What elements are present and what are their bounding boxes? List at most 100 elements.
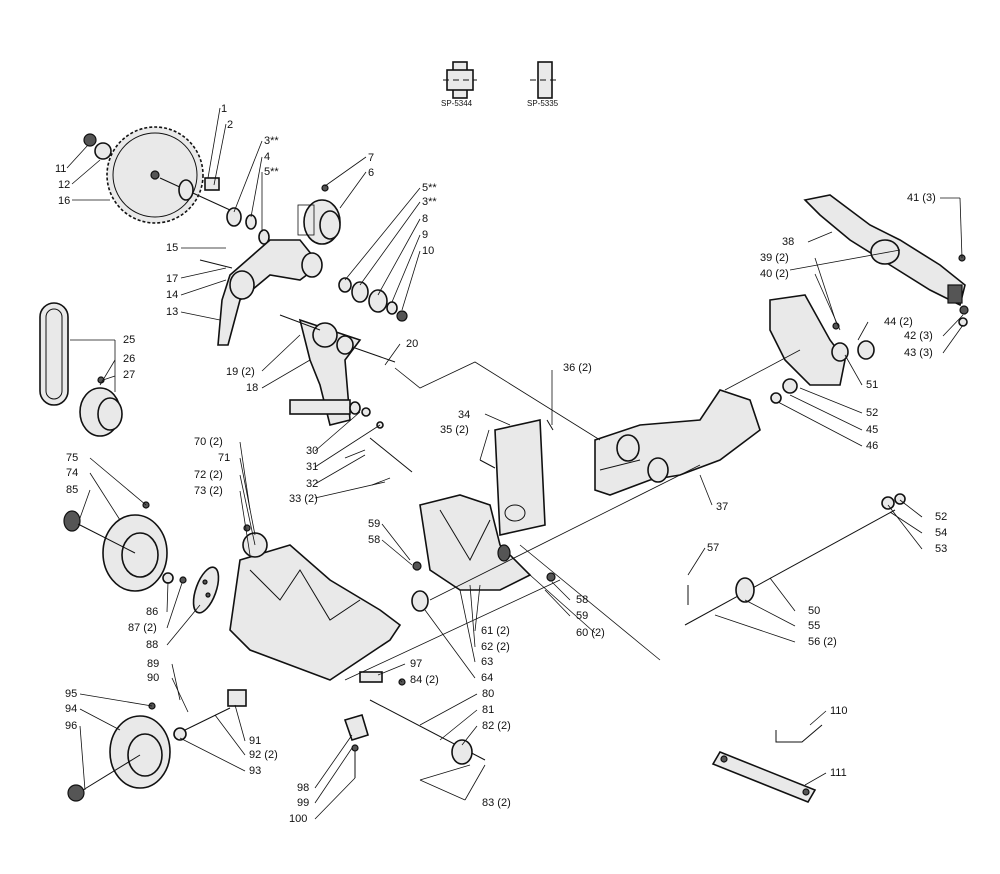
leader-lines xyxy=(66,107,964,820)
callout-90: 90 xyxy=(147,672,160,684)
handwheel-upper xyxy=(63,501,187,592)
callout-50: 50 xyxy=(808,605,821,617)
callout-5: 5** xyxy=(264,166,279,178)
callout-25: 25 xyxy=(123,334,136,346)
plate-34 xyxy=(479,419,554,536)
callout-80: 80 xyxy=(482,688,495,700)
callout-42: 42 (3) xyxy=(904,330,933,342)
callout-86: 86 xyxy=(146,606,159,618)
callout-2: 2 xyxy=(227,119,234,131)
callout-46: 46 xyxy=(866,440,879,452)
callout-70: 70 (2) xyxy=(194,436,223,448)
callout-110: 110 xyxy=(830,705,848,717)
callout-100: 100 xyxy=(289,813,308,825)
callout-14: 14 xyxy=(166,289,179,301)
callout-63: 63 xyxy=(481,656,494,668)
callout-96: 96 xyxy=(65,720,78,732)
callout-1: 1 xyxy=(221,103,228,115)
sp5335-sketch xyxy=(530,61,560,99)
callout-15: 15 xyxy=(166,242,179,254)
front-trunnion xyxy=(229,524,402,681)
callout-12: 12 xyxy=(58,179,71,191)
callout-89: 89 xyxy=(147,658,160,670)
sp5344-sketch xyxy=(443,61,477,99)
drive-belt xyxy=(39,302,69,406)
callout-17: 17 xyxy=(166,273,179,285)
callout-91: 91 xyxy=(249,735,262,747)
callout-87: 87 (2) xyxy=(128,622,157,634)
callout-62: 62 (2) xyxy=(481,641,510,653)
callout-58a: 58 xyxy=(368,534,381,546)
callout-18: 18 xyxy=(246,382,259,394)
callout-13: 13 xyxy=(166,306,179,318)
callout-72: 72 (2) xyxy=(194,469,223,481)
callout-58b: 58 xyxy=(576,594,589,606)
callout-99: 99 xyxy=(297,797,310,809)
callout-30: 30 xyxy=(306,445,319,457)
callout-92: 92 (2) xyxy=(249,749,278,761)
callout-82: 82 (2) xyxy=(482,720,511,732)
callout-16: 16 xyxy=(58,195,71,207)
callout-41: 41 (3) xyxy=(907,192,936,204)
assembly-lines xyxy=(344,249,901,681)
callout-3b: 3** xyxy=(422,196,437,208)
arbor-shaft xyxy=(159,177,231,211)
callout-36: 36 (2) xyxy=(563,362,592,374)
callout-44: 44 (2) xyxy=(884,316,913,328)
header-part-1: SP-5344 xyxy=(441,99,473,108)
callout-9: 9 xyxy=(422,229,429,241)
spindle-bearings xyxy=(338,277,408,322)
callout-59b: 59 xyxy=(576,610,589,622)
arbor-bearings xyxy=(226,207,270,245)
callout-54: 54 xyxy=(935,527,948,539)
callout-3: 3** xyxy=(264,135,279,147)
callout-94: 94 xyxy=(65,703,78,715)
callout-71: 71 xyxy=(218,452,231,464)
callout-84: 84 (2) xyxy=(410,674,439,686)
callout-52b: 52 xyxy=(935,511,948,523)
callout-37: 37 xyxy=(716,501,729,513)
callout-4: 4 xyxy=(264,151,271,163)
hex-wrench-110 xyxy=(775,724,823,743)
header-part-2: SP-5335 xyxy=(527,99,559,108)
handwheel-lower xyxy=(67,689,247,802)
callout-111: 111 xyxy=(830,767,847,779)
callout-73: 73 (2) xyxy=(194,485,223,497)
callout-6: 6 xyxy=(368,167,375,179)
callout-27: 27 xyxy=(123,369,136,381)
motor-yoke xyxy=(279,314,396,426)
callout-55: 55 xyxy=(808,620,821,632)
rod-31-32 xyxy=(344,407,413,486)
motor-pulley-26 xyxy=(79,376,123,437)
callout-51: 51 xyxy=(866,379,879,391)
callout-35: 35 (2) xyxy=(440,424,469,436)
callout-85: 85 xyxy=(66,484,79,496)
callout-45: 45 xyxy=(866,424,879,436)
callout-97: 97 xyxy=(410,658,423,670)
base-casting xyxy=(594,389,761,496)
callout-56: 56 (2) xyxy=(808,636,837,648)
callout-57: 57 xyxy=(707,542,720,554)
lead-screw-50 xyxy=(684,493,906,626)
callout-31: 31 xyxy=(306,461,319,473)
callout-40: 40 (2) xyxy=(760,268,789,280)
bolts-42-43 xyxy=(958,305,969,327)
callout-95: 95 xyxy=(65,688,78,700)
callout-34: 34 xyxy=(458,409,471,421)
callout-88: 88 xyxy=(146,639,159,651)
callout-43: 43 (3) xyxy=(904,347,933,359)
tilt-dial xyxy=(192,566,220,614)
bracket-45 xyxy=(769,294,875,404)
callout-64: 64 xyxy=(481,672,494,684)
overarm-38 xyxy=(803,194,966,307)
callout-83: 83 (2) xyxy=(482,797,511,809)
callout-59a: 59 xyxy=(368,518,381,530)
arbor-nut-washer xyxy=(83,133,112,160)
callout-93: 93 xyxy=(249,765,262,777)
callout-5b: 5** xyxy=(422,182,437,194)
callout-20: 20 xyxy=(406,338,419,350)
callout-53: 53 xyxy=(935,543,948,555)
saw-blade xyxy=(106,126,204,224)
callout-7: 7 xyxy=(368,152,375,164)
